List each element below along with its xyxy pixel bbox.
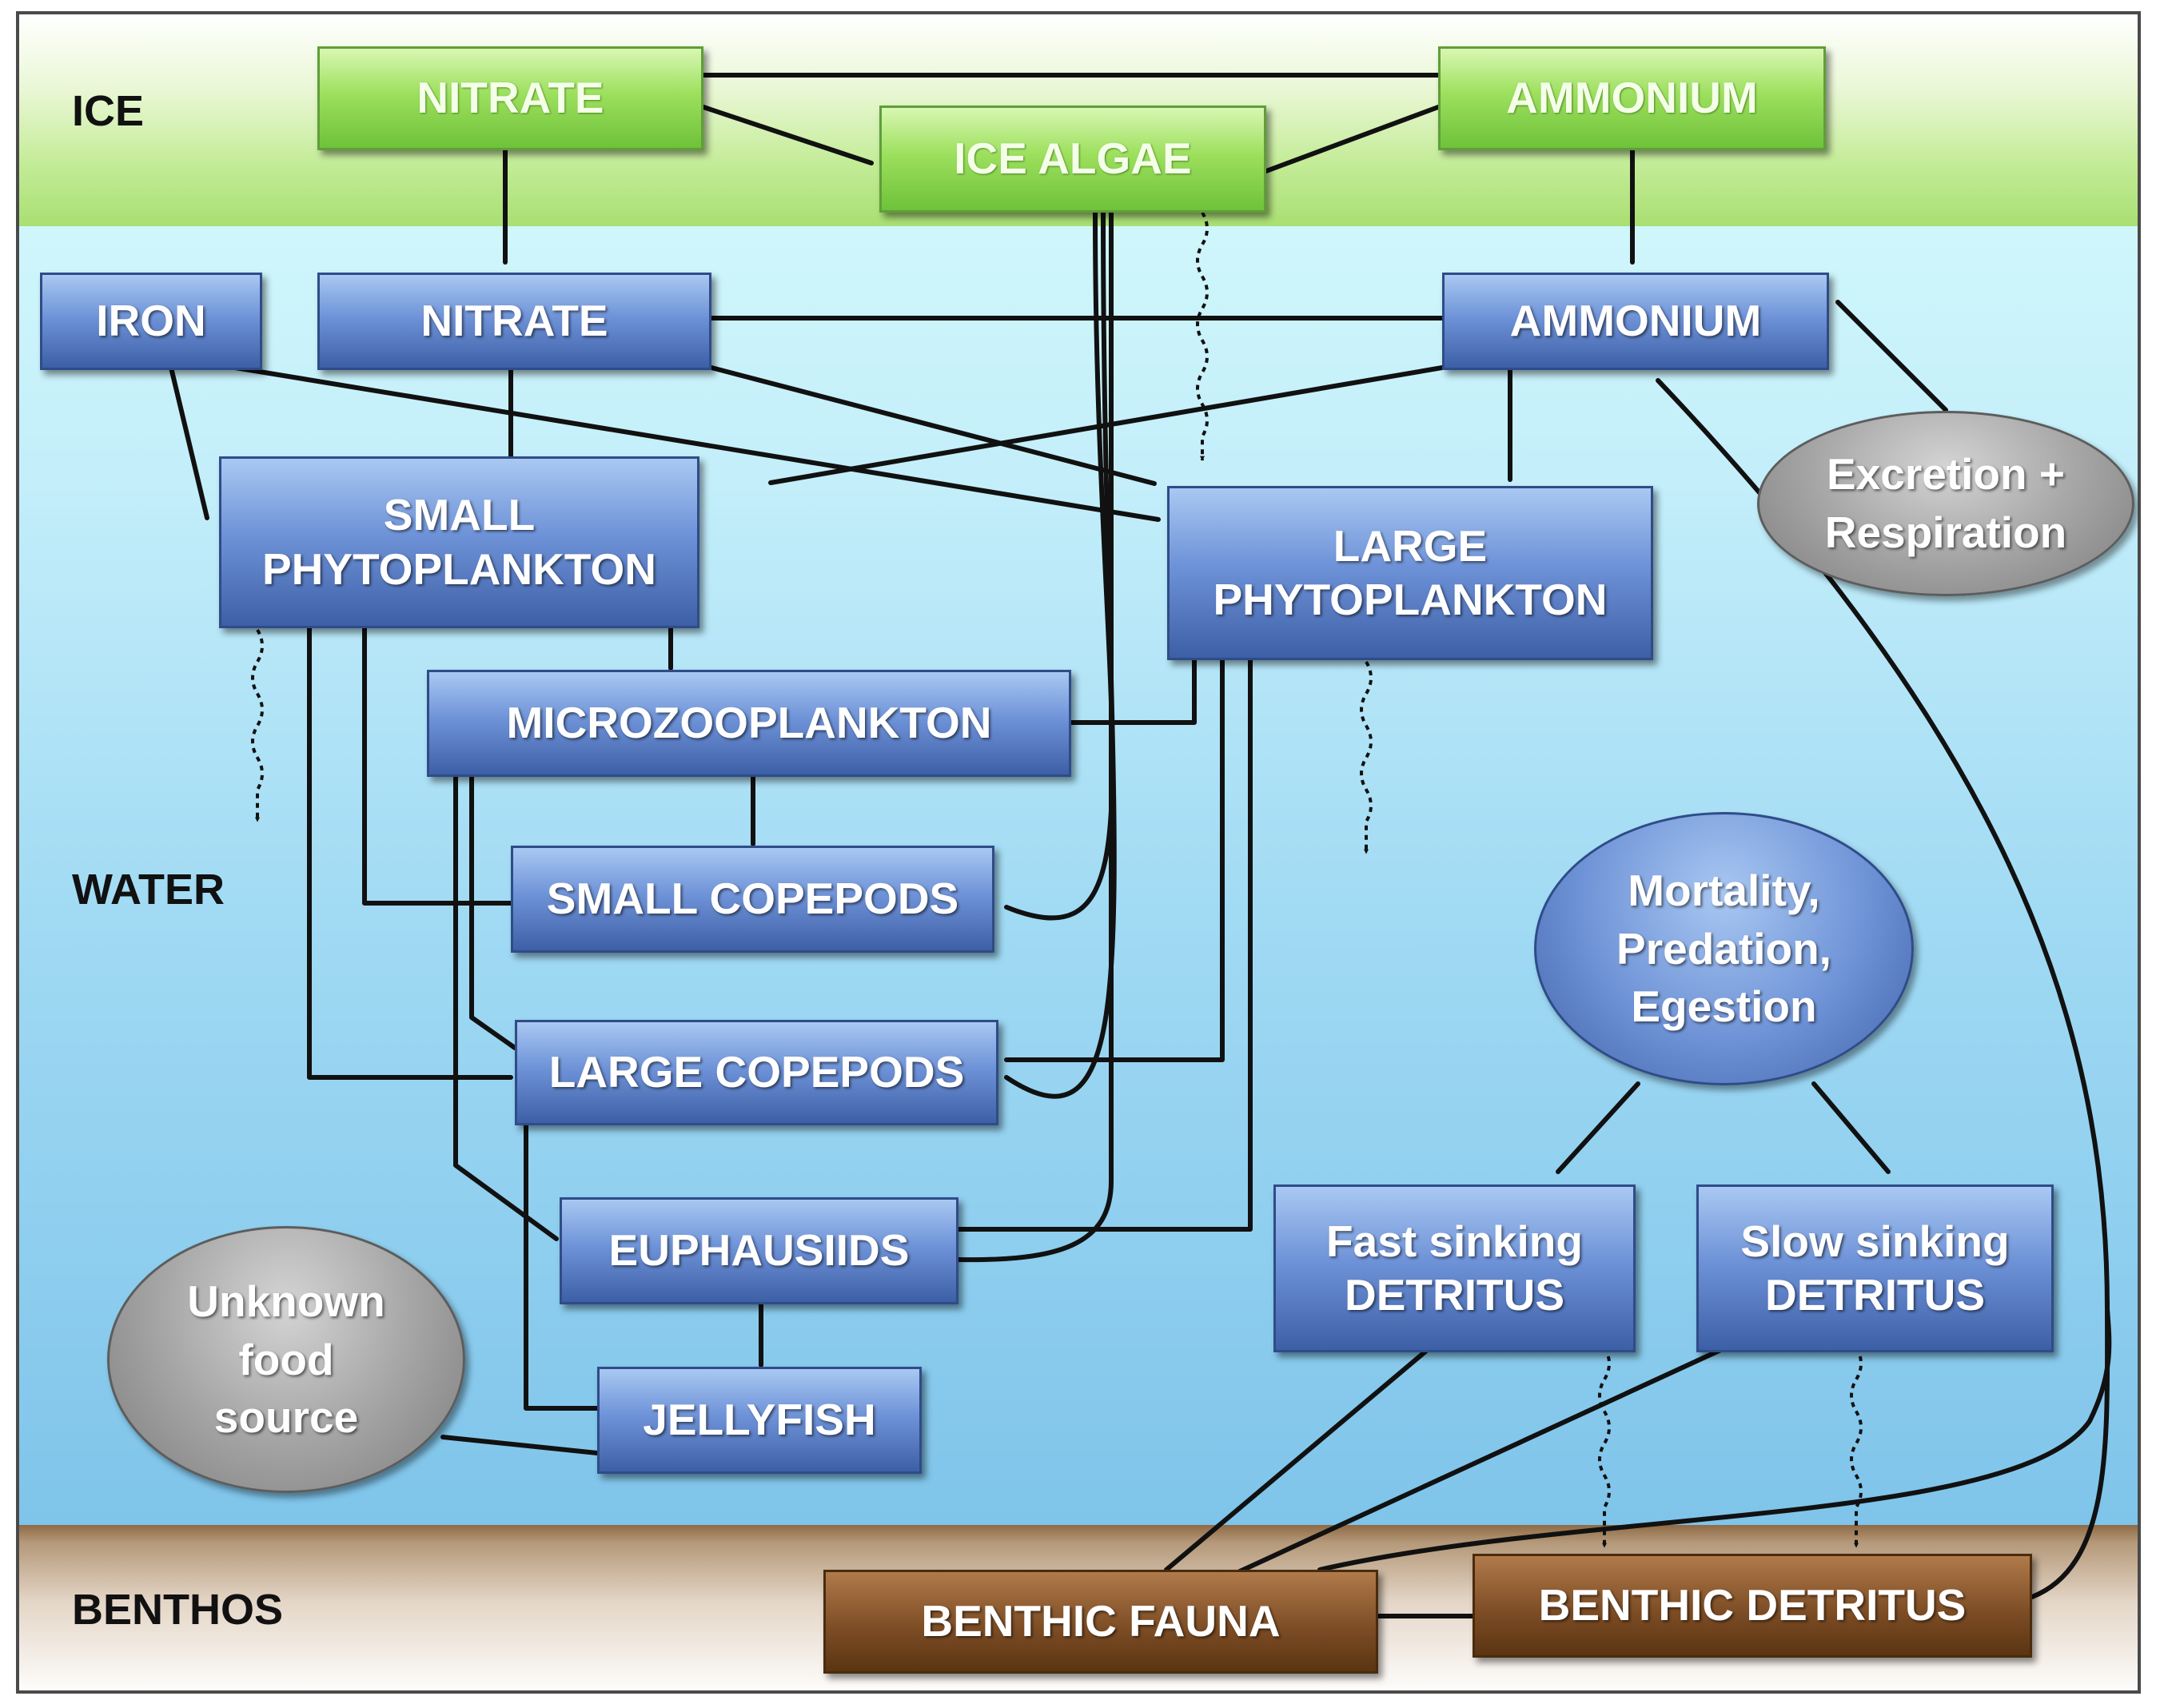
node-jellyfish: JELLYFISH	[597, 1367, 922, 1474]
arrow-smallphyto-largecopepods	[307, 626, 513, 1080]
sinking-icealgae	[1196, 211, 1209, 461]
node-ammonium: AMMONIUM	[1442, 273, 1829, 370]
node-unknown-food-source: Unknown food source	[107, 1226, 465, 1493]
node-benthic-detritus: BENTHIC DETRITUS	[1473, 1554, 2032, 1658]
sinking-slow-detritus	[1850, 1346, 1863, 1548]
flow-arrows	[169, 73, 2112, 1618]
arrow-largephyto-microzoo	[1069, 658, 1197, 725]
arrow-icealgae-euphausiids	[956, 210, 1114, 1263]
arrow-unknown-jellyfish	[440, 1435, 600, 1455]
node-ice-algae: ICE ALGAE	[879, 106, 1266, 213]
node-ammonium-ice: AMMONIUM	[1438, 46, 1826, 150]
sinking-smallphyto	[251, 628, 264, 822]
node-large-copepods: LARGE COPEPODS	[515, 1020, 998, 1125]
node-fast-sinking-detritus: Fast sinking DETRITUS	[1273, 1184, 1636, 1352]
arrow-mortality-slow	[1811, 1081, 1891, 1174]
arrow-benthicdetritus-up	[2030, 1299, 2110, 1599]
arrow-smallphyto-smallcopepods	[362, 626, 513, 906]
arrow-microzoo-euphausiids	[453, 774, 559, 1241]
node-small-copepods: SMALL COPEPODS	[511, 846, 994, 953]
node-nitrate-ice: NITRATE	[317, 46, 703, 150]
arrow-largecopepods-jellyfish	[524, 1123, 600, 1411]
node-microzooplankton: MICROZOOPLANKTON	[427, 670, 1071, 777]
arrow-slow-benthicfauna	[1237, 1345, 1728, 1574]
zone-label-benthos: BENTHOS	[72, 1586, 284, 1634]
arrow-largephyto-largecopepods	[1004, 658, 1225, 1062]
arrow-iron-smallphyto	[169, 365, 209, 520]
arrow-fast-benthicfauna	[1164, 1345, 1433, 1572]
diagram-frame: ICE WATER BENTHOS	[16, 11, 2141, 1694]
node-nitrate: NITRATE	[317, 273, 711, 370]
arrow-mortality-fast	[1556, 1081, 1640, 1174]
arrow-iron-largephyto	[233, 365, 1161, 522]
sinking-largephyto	[1360, 660, 1373, 854]
node-benthic-fauna: BENTHIC FAUNA	[823, 1570, 1378, 1674]
sinking-fast-detritus	[1598, 1346, 1611, 1548]
node-excretion-respiration: Excretion + Respiration	[1757, 411, 2134, 596]
node-large-phytoplankton: LARGE PHYTOPLANKTON	[1167, 486, 1653, 660]
node-small-phytoplankton: SMALL PHYTOPLANKTON	[219, 456, 699, 628]
arrow-microzoo-largecopepods	[469, 774, 517, 1050]
arrow-nitrate-icealgae	[701, 105, 874, 165]
node-mortality-predation-egestion: Mortality, Predation, Egestion	[1534, 812, 1914, 1085]
zone-label-water: WATER	[72, 866, 225, 914]
arrow-excretion-ammonium	[1835, 300, 1948, 412]
node-slow-sinking-detritus: Slow sinking DETRITUS	[1696, 1184, 2054, 1352]
arrow-largephyto-euphausiids	[956, 658, 1253, 1232]
node-iron: IRON	[40, 273, 262, 370]
arrow-nitrate-largephyto	[709, 365, 1157, 486]
arrow-ammonium-icealgae	[1264, 105, 1441, 173]
node-euphausiids: EUPHAUSIIDS	[560, 1197, 958, 1304]
zone-label-ice: ICE	[72, 87, 145, 135]
